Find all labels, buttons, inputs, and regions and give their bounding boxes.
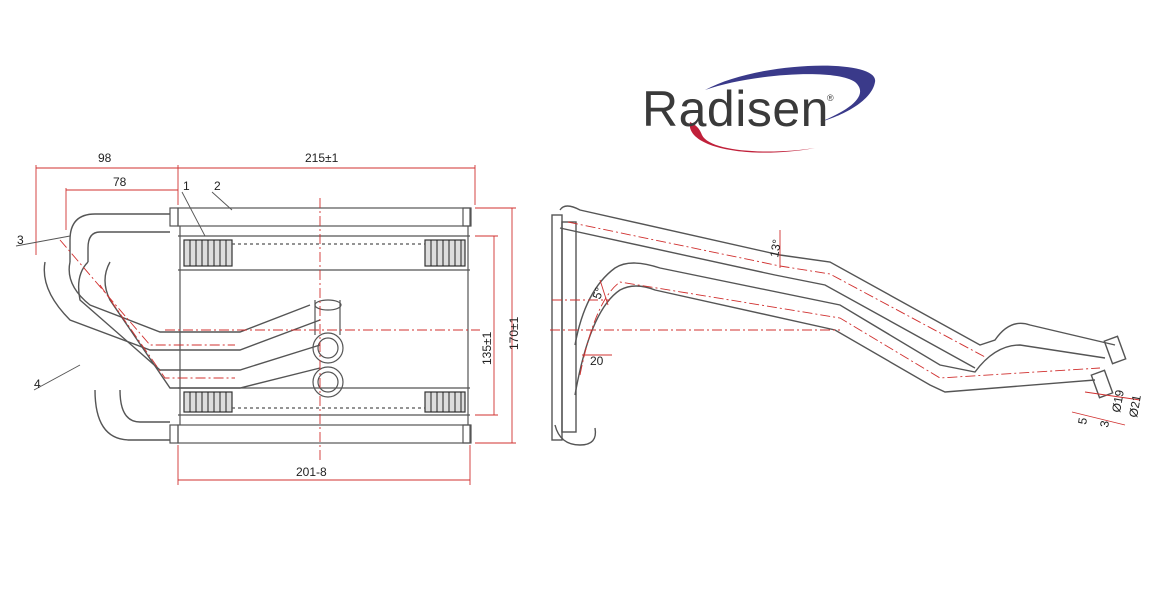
fitting-cap [314, 299, 342, 311]
inlet-fitting-outer [312, 332, 344, 364]
side-view [550, 205, 1141, 446]
dim-dia19: Ø19 [1109, 388, 1127, 413]
inlet-fitting-inner [317, 337, 339, 359]
pipe-lower [77, 261, 321, 441]
side-tank [551, 214, 563, 441]
front-view [43, 198, 480, 460]
bottom-cap-left [169, 424, 179, 444]
front-centerlines [59, 198, 480, 460]
callout-4: 4 [34, 377, 41, 391]
top-tank [177, 207, 471, 227]
side-pipe-bottom-bend [554, 424, 597, 446]
dim-78: 78 [113, 175, 127, 189]
dim-135: 135±1 [480, 331, 494, 365]
fin-stripes [189, 240, 462, 412]
side-core [561, 221, 577, 433]
dim-201: 201-8 [296, 465, 327, 479]
front-dimension-lines [35, 165, 516, 485]
side-outlet-upper [1103, 335, 1127, 365]
outlet-fitting-inner [317, 371, 339, 393]
side-pipe-lower-outer [574, 262, 1106, 373]
dim-5: 5 [1075, 416, 1090, 425]
side-pipe-upper-outer [559, 205, 1116, 346]
dim-20: 20 [590, 354, 604, 368]
bottom-cap-right [462, 424, 472, 444]
side-pipe-lower-inner [574, 285, 1096, 396]
bottom-tank [177, 424, 471, 444]
angle-5: 5° [590, 285, 607, 301]
dim-98: 98 [98, 151, 112, 165]
top-cap-left [169, 207, 179, 227]
outlet-fitting-outer [312, 366, 344, 398]
dim-215: 215±1 [305, 151, 339, 165]
side-centerlines [550, 221, 1101, 379]
dim-170: 170±1 [507, 316, 521, 350]
side-dimension-lines [582, 230, 1141, 426]
callout-2: 2 [214, 179, 221, 193]
angle-13: 13° [767, 238, 784, 258]
dim-3: 3 [1097, 419, 1112, 428]
brand-logo: Radisen ® [630, 60, 890, 170]
logo-wordmark: Radisen [642, 81, 829, 137]
callout-1: 1 [183, 179, 190, 193]
callout-3: 3 [17, 233, 24, 247]
logo-registered-mark: ® [827, 93, 834, 103]
side-pipe-upper-inner [559, 227, 976, 369]
top-cap-right [462, 207, 472, 227]
callout-leaders [15, 191, 233, 391]
dim-dia21: Ø21 [1126, 393, 1144, 418]
logo-swoosh [689, 65, 876, 153]
pipe-upper [43, 213, 321, 351]
